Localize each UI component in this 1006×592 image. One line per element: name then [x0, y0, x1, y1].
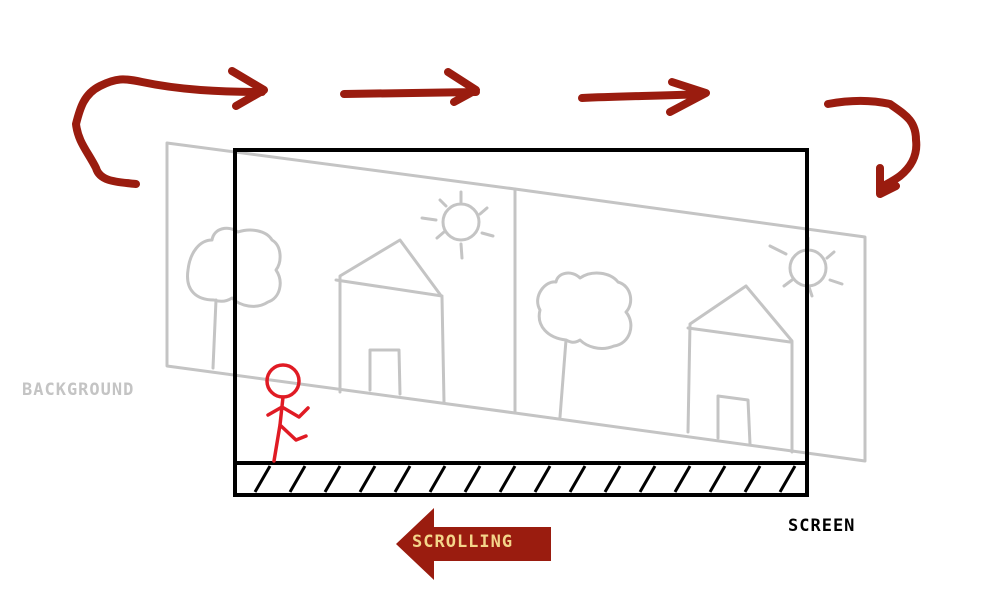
- right-arrow-icon: [578, 78, 710, 116]
- background-label: BACKGROUND: [22, 380, 135, 400]
- left-arrow-icon: [396, 508, 551, 580]
- tree-icon: [186, 226, 282, 370]
- down-arrow-icon: [876, 164, 900, 198]
- background-panel-2: [513, 187, 867, 463]
- tree-icon: [536, 271, 633, 419]
- scrolling-label: SCROLLING: [412, 532, 514, 552]
- loop-arrow-icon: [72, 75, 266, 188]
- house-icon: [686, 284, 794, 454]
- sun-icon: [420, 190, 495, 260]
- house-icon: [334, 238, 446, 404]
- screen-frame: [233, 148, 809, 497]
- right-arrow-icon: [228, 67, 268, 110]
- loop-arrow-icon: [824, 97, 921, 192]
- scroll-direction-arrows: [72, 67, 921, 198]
- stick-figure-icon: [265, 363, 310, 463]
- screen-label: SCREEN: [788, 516, 856, 536]
- ground-strip: [235, 461, 807, 493]
- right-arrow-icon: [340, 68, 480, 106]
